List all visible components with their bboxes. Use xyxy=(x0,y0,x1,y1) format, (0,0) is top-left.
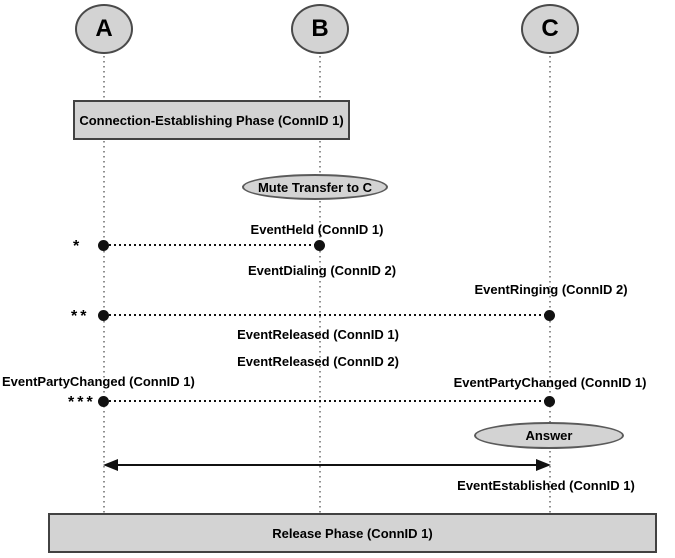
step-marker-1: * xyxy=(73,238,83,255)
endpoint-dot-held-b xyxy=(314,240,325,251)
endpoint-dot-ringing-c xyxy=(544,310,555,321)
endpoint-dot-held-a xyxy=(98,240,109,251)
party-label-a: A xyxy=(95,15,113,42)
message-line-party-changed xyxy=(104,400,550,402)
endpoint-dot-party-changed-a xyxy=(98,396,109,407)
party-label-b: B xyxy=(311,15,329,42)
event-label-ringing: EventRinging (ConnID 2) xyxy=(474,282,628,297)
event-label-held: EventHeld (ConnID 1) xyxy=(250,222,384,237)
event-label-established: EventEstablished (ConnID 1) xyxy=(457,478,635,493)
party-circle-a: A xyxy=(75,4,133,54)
step-marker-2: ** xyxy=(71,308,90,325)
event-label-released-conn1: EventReleased (ConnID 1) xyxy=(237,327,399,342)
endpoint-dot-party-changed-c xyxy=(544,396,555,407)
phase-box-release: Release Phase (ConnID 1) xyxy=(48,513,657,553)
lifeline-a xyxy=(103,56,105,513)
phase-box-connection-establishing: Connection-Establishing Phase (ConnID 1) xyxy=(73,100,350,140)
phase-box-connection-label: Connection-Establishing Phase (ConnID 1) xyxy=(79,112,344,128)
event-label-party-changed-c: EventPartyChanged (ConnID 1) xyxy=(453,375,647,390)
answer-label: Answer xyxy=(525,428,573,443)
action-ellipse-mute-transfer: Mute Transfer to C xyxy=(242,174,388,200)
message-line-held xyxy=(104,244,320,246)
arrowhead-right-icon xyxy=(536,459,551,471)
lifeline-c xyxy=(549,56,551,513)
mute-transfer-label: Mute Transfer to C xyxy=(257,179,373,195)
party-circle-c: C xyxy=(521,4,579,54)
party-circle-b: B xyxy=(291,4,349,54)
party-label-c: C xyxy=(541,15,559,42)
event-label-dialing: EventDialing (ConnID 2) xyxy=(247,263,397,278)
phase-box-release-label: Release Phase (ConnID 1) xyxy=(272,525,433,541)
arrowhead-left-icon xyxy=(103,459,118,471)
event-label-released-conn2: EventReleased (ConnID 2) xyxy=(237,354,399,369)
message-line-ringing xyxy=(104,314,550,316)
endpoint-dot-ringing-a xyxy=(98,310,109,321)
step-marker-3: *** xyxy=(68,394,96,411)
action-ellipse-answer: Answer xyxy=(474,422,624,449)
lifeline-b xyxy=(319,56,321,513)
established-connection-arrow xyxy=(114,464,538,466)
event-label-party-changed-a: EventPartyChanged (ConnID 1) xyxy=(2,374,195,389)
